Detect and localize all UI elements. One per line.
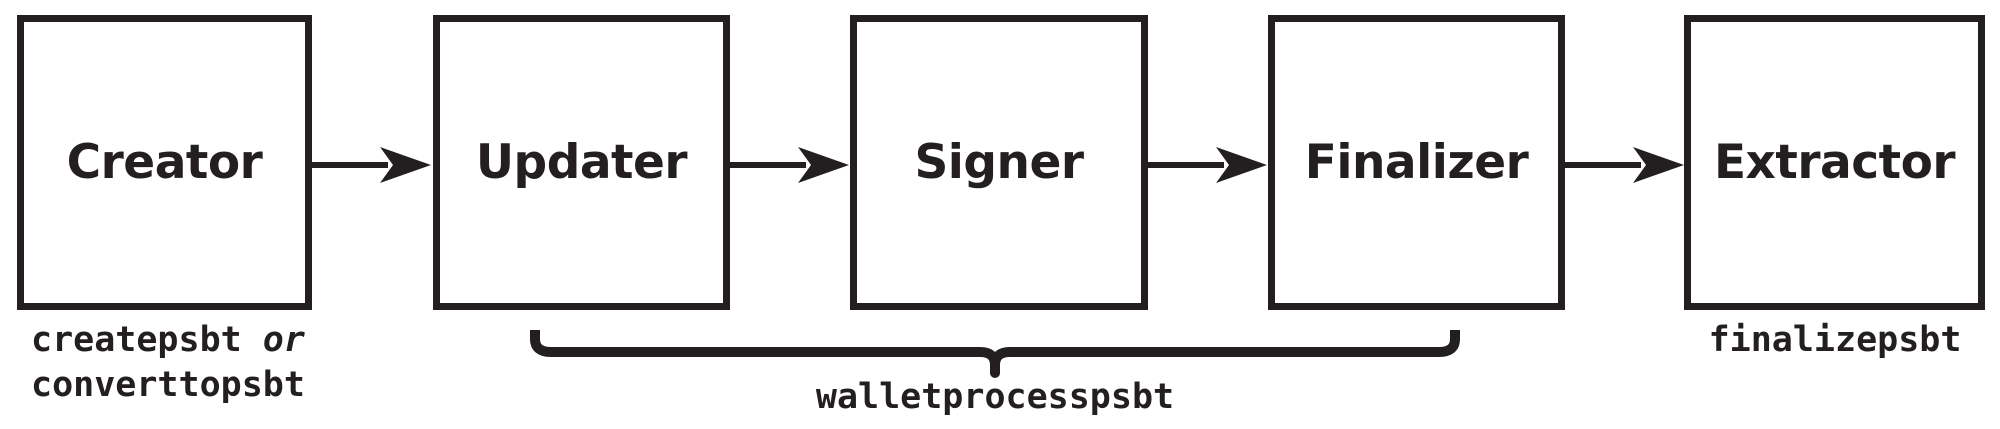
command-line-2: converttopsbt [31, 363, 361, 408]
role-label-updater: Updater [475, 135, 688, 190]
role-box-creator[interactable]: Creator [17, 15, 312, 310]
command-walletprocesspsbt: walletprocesspsbt [815, 377, 1175, 417]
arrow-updater-to-signer [728, 147, 849, 183]
command-converttopsbt: converttopsbt [31, 365, 305, 405]
group-brace [530, 330, 1460, 378]
role-label-signer: Signer [914, 135, 1084, 190]
command-label-creator: createpsbt or converttopsbt [31, 318, 361, 408]
role-box-updater[interactable]: Updater [433, 15, 730, 310]
command-label-group: walletprocesspsbt [695, 375, 1295, 420]
role-label-finalizer: Finalizer [1304, 135, 1529, 190]
command-line-1: createpsbt or [31, 318, 361, 363]
command-label-extractor: finalizepsbt [1635, 318, 2000, 363]
arrow-creator-to-updater [310, 147, 431, 183]
role-box-finalizer[interactable]: Finalizer [1268, 15, 1565, 310]
role-label-extractor: Extractor [1713, 135, 1956, 190]
role-box-signer[interactable]: Signer [850, 15, 1148, 310]
arrow-finalizer-to-extractor [1563, 147, 1684, 183]
role-box-extractor[interactable]: Extractor [1684, 15, 1985, 310]
role-label-creator: Creator [66, 135, 263, 190]
arrow-signer-to-finalizer [1146, 147, 1267, 183]
command-conjunction-or: or [262, 320, 305, 360]
command-finalizepsbt: finalizepsbt [1708, 320, 1962, 360]
command-createpsbt: createpsbt [31, 320, 242, 360]
